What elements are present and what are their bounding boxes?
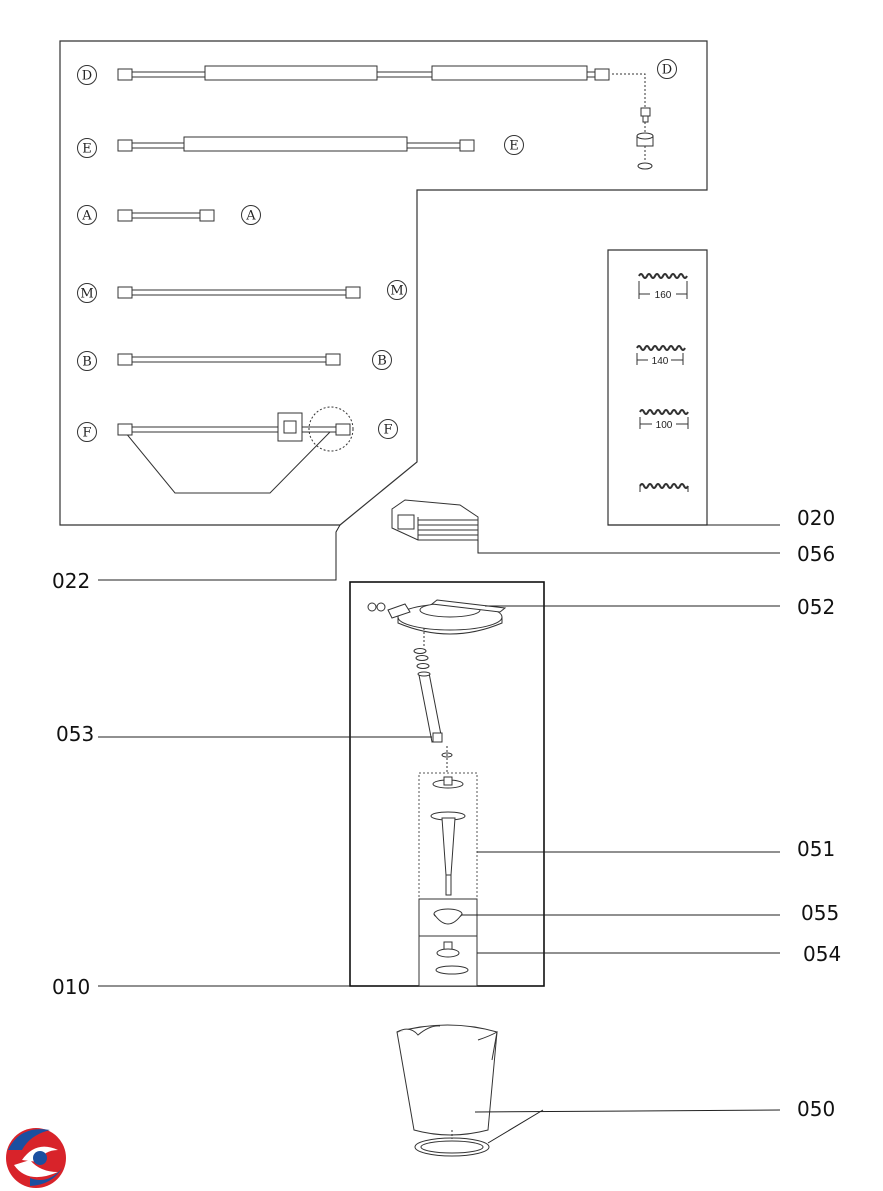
o-rings	[413, 648, 430, 669]
spring-160	[638, 273, 688, 299]
tube-a-marker	[77, 205, 97, 225]
tube-b-marker	[77, 351, 97, 371]
tube-d-letter: D	[82, 69, 92, 84]
tube-kit-panel	[59, 40, 708, 526]
filter-cartridge-056	[391, 499, 479, 541]
tube-a-letter: A	[81, 209, 92, 224]
callout-020: 020	[797, 506, 835, 530]
spring-dim-100: 100	[656, 420, 673, 431]
tube-b-letter: B	[82, 355, 92, 370]
downtube-part	[417, 671, 453, 772]
leader-lines	[98, 524, 781, 1144]
spring-dim-160: 160	[655, 290, 672, 301]
base-054-box	[418, 935, 478, 987]
tube-d-marker	[77, 65, 97, 85]
tube-connector-detail	[612, 73, 654, 170]
callout-056: 056	[797, 542, 835, 566]
tube-e-marker	[77, 138, 97, 158]
callout-050: 050	[797, 1097, 835, 1121]
tube-m	[117, 286, 361, 299]
tube-a-marker-right	[241, 205, 261, 225]
tube-e-letter-right: E	[509, 139, 519, 154]
callout-052: 052	[797, 595, 835, 619]
bucket-050	[396, 1024, 498, 1157]
tube-f-letter: F	[82, 426, 91, 441]
spring-100	[639, 409, 689, 429]
callout-054: 054	[803, 942, 841, 966]
tube-m-letter-right: M	[390, 284, 403, 299]
tube-f	[117, 406, 354, 494]
tube-m-letter: M	[80, 287, 93, 302]
tube-f-marker	[77, 422, 97, 442]
callout-010: 010	[52, 975, 90, 999]
tube-m-marker	[77, 283, 97, 303]
brand-logo-icon	[6, 1128, 66, 1188]
spring-dim-140: 140	[652, 356, 669, 367]
tube-d-letter-right: D	[662, 63, 672, 78]
cup-055-box	[418, 898, 478, 937]
callout-055: 055	[801, 901, 839, 925]
tube-a-letter-right: A	[245, 209, 256, 224]
tube-m-marker-right	[387, 280, 407, 300]
tube-b-marker-right	[372, 350, 392, 370]
tube-f-marker-right	[378, 419, 398, 439]
tube-d-marker-right	[657, 59, 677, 79]
callout-022: 022	[52, 569, 90, 593]
tube-e	[117, 136, 475, 152]
spring-short	[639, 483, 689, 492]
tube-e-letter: E	[82, 142, 92, 157]
callout-053: 053	[56, 722, 94, 746]
tube-e-marker-right	[504, 135, 524, 155]
impeller-part	[430, 776, 466, 896]
lid-part	[367, 599, 507, 648]
callout-051: 051	[797, 837, 835, 861]
tube-d	[117, 65, 610, 81]
spring-140	[636, 345, 686, 365]
tube-a	[117, 209, 215, 222]
tube-b	[117, 353, 341, 366]
tube-f-letter-right: F	[383, 423, 392, 438]
tube-b-letter-right: B	[377, 354, 387, 369]
